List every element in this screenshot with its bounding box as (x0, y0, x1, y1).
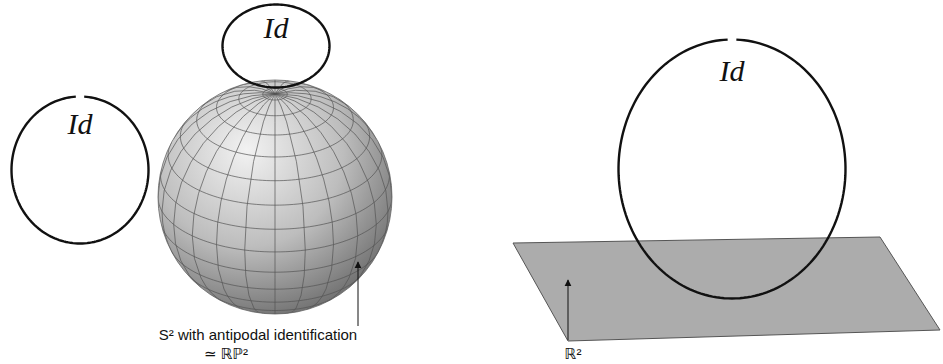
leader-arrow (358, 262, 359, 326)
sphere-grid (158, 80, 392, 314)
sphere-body (158, 80, 392, 314)
sphere-outline (158, 80, 392, 314)
loop-curve (12, 97, 149, 244)
annotation-label: ≃ ℝℙ² (204, 345, 248, 362)
loop-label: Id (68, 109, 93, 139)
loop-curve (223, 5, 330, 88)
sphere (158, 80, 392, 314)
annotation-label: ℝ² (565, 345, 582, 362)
label-holder: ≃ ℝℙ² (204, 345, 248, 363)
loop-label: Id (264, 13, 289, 43)
loop-curve (619, 40, 846, 299)
label-holder: ℝ² (565, 345, 582, 363)
loop-label: Id (720, 56, 745, 86)
identity-loop: Id (221, 3, 331, 89)
identity-loop: Id (10, 95, 150, 245)
annotation-label: S² with antipodal identification (159, 326, 357, 343)
label-holder: S² with antipodal identification (159, 326, 357, 344)
leader-arrow (568, 280, 569, 340)
identity-loop: Id (617, 38, 847, 300)
plane (513, 237, 940, 341)
